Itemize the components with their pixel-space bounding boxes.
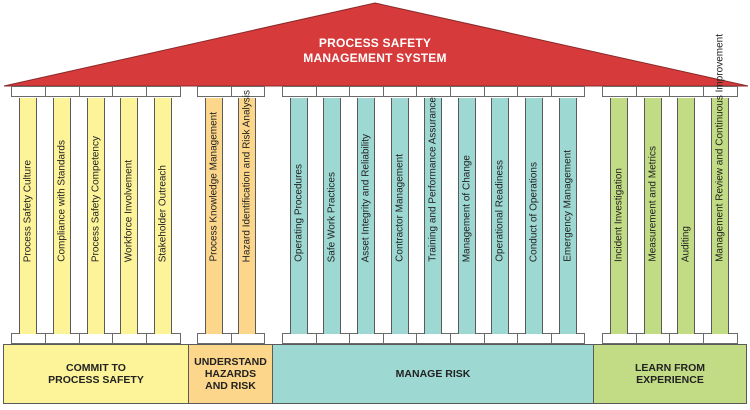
- pillar-capital: [315, 86, 351, 97]
- pillar-label: Contractor Management: [394, 154, 406, 262]
- pillar-label: Emergency Management: [562, 150, 574, 262]
- pillar-label: Safe Work Practices: [326, 171, 338, 262]
- pillar-capital: [282, 86, 317, 97]
- pillar-management-review-and-continuous-improvement: Management Review and Continuous Improve…: [710, 34, 729, 334]
- pillar-base-capital: [703, 333, 738, 344]
- pillar-base-capital: [78, 333, 114, 344]
- pillar-base-capital: [315, 333, 351, 344]
- pillar-capital: [112, 86, 148, 97]
- foundation-label: MANAGE RISK: [396, 368, 471, 380]
- pillar-asset-integrity-and-reliability: Asset Integrity and Reliability: [357, 98, 375, 334]
- foundation-label-line: PROCESS SAFETY: [48, 374, 144, 386]
- pillar-label: Process Safety Culture: [22, 159, 34, 262]
- pillar-label: Auditing: [680, 225, 692, 262]
- foundation-label-line: MANAGE RISK: [395, 368, 471, 380]
- pillar-capital: [635, 86, 671, 97]
- pillar-base-capital: [146, 333, 181, 344]
- foundation-label-line: AND RISK: [205, 380, 256, 392]
- pillar-measurement-and-metrics: Measurement and Metrics: [643, 98, 662, 334]
- pillar-base-capital: [602, 333, 637, 344]
- pillar-base-capital: [282, 333, 317, 344]
- pillar-compliance-with-standards: Compliance with Standards: [52, 98, 71, 334]
- roof-title: PROCESS SAFETY MANAGEMENT SYSTEM: [225, 36, 525, 66]
- pillar-base-capital: [44, 333, 80, 344]
- pillar-capital: [483, 86, 519, 97]
- pillar-capital: [450, 86, 485, 97]
- pillar-label: Management of Change: [461, 154, 473, 262]
- pillar-base-capital: [669, 333, 705, 344]
- pillar-capital: [703, 86, 738, 97]
- pillar-capital: [146, 86, 181, 97]
- pillar-label: Process Safety Competency: [90, 135, 101, 262]
- pillar-capital: [550, 86, 586, 97]
- pillar-base-capital: [197, 333, 232, 344]
- foundation-label-line: LEARN FROM: [635, 362, 705, 374]
- pillar-label: Operating Procedures: [293, 164, 305, 262]
- foundation-manage: MANAGE RISK: [272, 344, 594, 404]
- foundation-label-line: COMMIT TO: [66, 362, 126, 374]
- pillar-process-safety-competency: Process Safety Competency: [86, 98, 105, 334]
- pillar-label: Incident Investigation: [613, 168, 625, 262]
- pillar-capital: [416, 86, 451, 97]
- pillar-capital: [602, 86, 637, 97]
- pillar-capital: [669, 86, 705, 97]
- pillar-base-capital: [517, 333, 552, 344]
- foundation-label-line: HAZARDS: [204, 368, 257, 380]
- pillar-base-capital: [382, 333, 418, 344]
- pillar-operating-procedures: Operating Procedures: [289, 98, 308, 334]
- roof-title-line: PROCESS SAFETY: [318, 36, 432, 50]
- pillar-base-capital: [11, 333, 46, 344]
- pillar-label: Asset Integrity and Reliability: [360, 133, 372, 262]
- pillar-capital: [230, 86, 265, 97]
- pillar-capital: [78, 86, 114, 97]
- pillar-capital: [517, 86, 552, 97]
- pillar-capital: [44, 86, 80, 97]
- pillar-base-capital: [230, 333, 265, 344]
- pillar-emergency-management: Emergency Management: [558, 98, 577, 334]
- pillar-base-capital: [349, 333, 384, 344]
- pillar-process-knowledge-management: Process Knowledge Management: [204, 98, 223, 334]
- foundation-label-line: EXPERIENCE: [636, 374, 704, 386]
- pillar-process-safety-culture: Process Safety Culture: [18, 98, 37, 334]
- pillar-base-capital: [112, 333, 148, 344]
- pillar-capital: [197, 86, 232, 97]
- pillar-label: Stakeholder Outreach: [157, 164, 169, 262]
- pillar-label: Operational Readiness: [494, 160, 506, 262]
- pillar-workforce-involvement: Workforce Involvement: [120, 98, 139, 334]
- pillar-base-capital: [416, 333, 451, 344]
- pillar-safe-work-practices: Safe Work Practices: [323, 98, 342, 334]
- pillar-label: Hazard Identification and Risk Analysis: [241, 89, 253, 262]
- pillar-capital: [382, 86, 418, 97]
- pillar-base-capital: [635, 333, 671, 344]
- pillar-conduct-of-operations: Conduct of Operations: [525, 98, 543, 334]
- pillar-contractor-management: Contractor Management: [390, 98, 409, 334]
- pillar-hazard-identification-and-risk-analysis: Hazard Identification and Risk Analysis: [238, 90, 257, 334]
- pillar-label: Conduct of Operations: [528, 161, 540, 262]
- foundation-label-line: UNDERSTAND: [194, 356, 267, 368]
- pillar-base-capital: [483, 333, 519, 344]
- pillar-label: Measurement and Metrics: [647, 146, 659, 262]
- pillar-base-capital: [550, 333, 586, 344]
- pillar-label: Process Knowledge Management: [208, 112, 220, 262]
- roof-title-line: MANAGEMENT SYSTEM: [303, 51, 447, 65]
- pillar-label: Compliance with Standards: [56, 140, 68, 262]
- pillar-label: Workforce Involvement: [123, 159, 135, 262]
- pillar-label: Training and Performance Assurance: [427, 97, 439, 262]
- pillar-operational-readiness: Operational Readiness: [491, 98, 510, 334]
- pillar-base-capital: [450, 333, 485, 344]
- pillar-auditing: Auditing: [677, 98, 696, 334]
- pillar-label: Management Review and Continuous Improve…: [714, 34, 726, 262]
- pillar-stakeholder-outreach: Stakeholder Outreach: [154, 98, 173, 334]
- pillar-capital: [349, 86, 384, 97]
- pillar-incident-investigation: Incident Investigation: [609, 98, 628, 334]
- pillar-management-of-change: Management of Change: [457, 98, 476, 334]
- pillar-capital: [11, 86, 46, 97]
- pillar-training-and-performance-assurance: Training and Performance Assurance: [424, 97, 443, 334]
